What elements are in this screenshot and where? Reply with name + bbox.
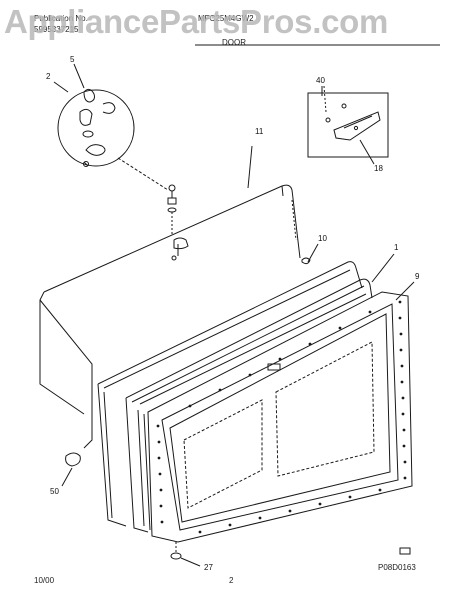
- leader-11: [247, 145, 253, 189]
- callout-2: 2: [46, 72, 51, 81]
- publication-number: 5995337215: [34, 25, 79, 34]
- drawing-code: P08D0163: [378, 563, 416, 572]
- hinge-detail-inset: [57, 88, 169, 191]
- leader-10: [307, 243, 319, 263]
- callout-10: 10: [318, 234, 327, 243]
- callout-40: 40: [316, 76, 325, 85]
- part-27: [170, 542, 201, 567]
- callout-11: 11: [255, 127, 264, 136]
- publication-label: Publication No.: [34, 14, 88, 23]
- leader-2: [53, 81, 69, 93]
- leader-18: [359, 139, 375, 165]
- frame-screws: [156, 300, 407, 534]
- corner-bracket: [399, 547, 411, 555]
- door-gasket: [125, 278, 373, 533]
- callout-1: 1: [394, 243, 399, 252]
- callout-27: 27: [204, 563, 213, 572]
- outer-door-panel: [39, 184, 301, 449]
- section-title: DOOR: [222, 38, 246, 47]
- handle-detail-inset: [307, 85, 389, 158]
- door-liner: [97, 261, 363, 527]
- model-number: MFC25M4GW2: [198, 14, 254, 23]
- leader-9: [395, 281, 415, 301]
- hinge-assembly: [167, 184, 189, 261]
- callout-9: 9: [415, 272, 420, 281]
- leader-5: [73, 63, 85, 89]
- footer-date: 10/00: [34, 576, 55, 585]
- part-50: [61, 452, 81, 487]
- footer-page-number: 2: [229, 576, 234, 585]
- part-10-clip: [301, 257, 311, 265]
- callout-50: 50: [50, 487, 59, 496]
- watermark: AppliancePartsPros.com: [4, 3, 389, 40]
- inner-door-frame: [147, 291, 413, 543]
- callout-5: 5: [70, 55, 75, 64]
- leader-1: [371, 253, 395, 283]
- callout-18: 18: [374, 164, 383, 173]
